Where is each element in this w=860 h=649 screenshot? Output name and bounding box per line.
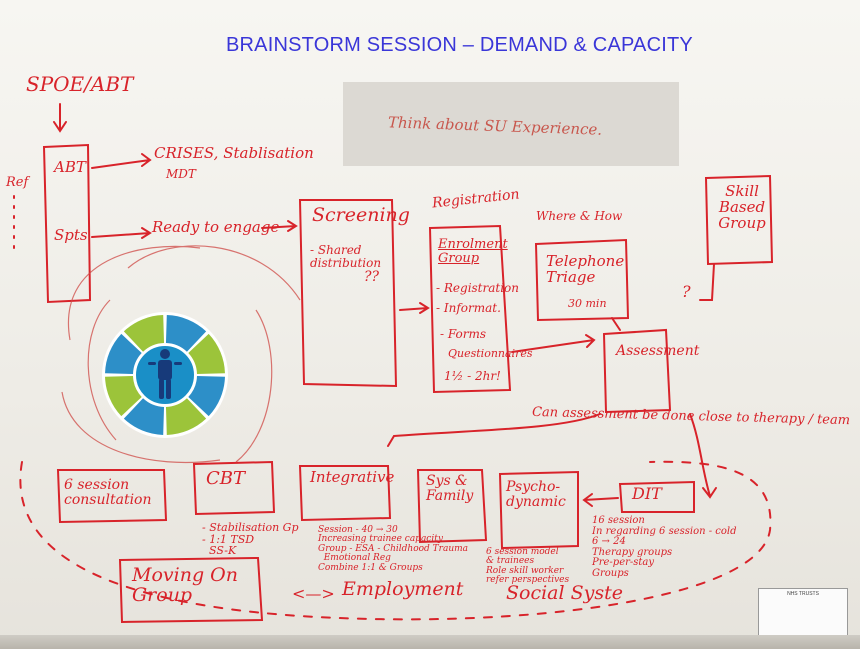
ref-label: Ref xyxy=(6,175,29,190)
integrative-title: Integrative xyxy=(310,468,395,486)
page-title: BRAINSTORM SESSION – DEMAND & CAPACITY xyxy=(226,34,693,56)
skill-title: Skill Based Group xyxy=(718,182,766,232)
triage-title: Telephone Triage xyxy=(546,252,625,286)
mdt-label: MDT xyxy=(166,167,196,181)
psycho-title: Psycho-dynamic xyxy=(506,479,566,510)
registration-item: Questionnaires xyxy=(448,347,533,360)
where-how: Where & How xyxy=(536,209,623,223)
wheel-segment xyxy=(188,333,225,375)
integrative-notes: Session - 40 → 30 Increasing trainee cap… xyxy=(318,525,469,573)
registration-item: - Forms xyxy=(440,327,487,341)
person-icon xyxy=(148,349,182,399)
moving-on-group: Moving On Group xyxy=(132,564,238,606)
six-session: 6 session consultation xyxy=(64,477,152,508)
dit-title: DIT xyxy=(632,484,662,503)
enrolment-group: Enrolment Group xyxy=(438,237,508,266)
sys-title: Sys & Family xyxy=(426,473,474,504)
note-box xyxy=(343,82,679,166)
cbt-title: CBT xyxy=(206,468,246,489)
spts-label: Spts xyxy=(54,226,88,244)
spoe-label: SPOE/ABT xyxy=(26,72,134,96)
assessment-q: ? xyxy=(682,282,691,301)
registration-item: 1½ - 2hr! xyxy=(444,369,501,383)
screening-q: ?? xyxy=(364,269,380,285)
wheel-segment xyxy=(165,398,207,435)
ready-label: Ready to engage xyxy=(152,218,280,236)
employment-label: Employment xyxy=(342,578,464,600)
wheel-segment xyxy=(165,315,207,352)
screening-title: Screening xyxy=(312,204,410,226)
abt-label: ABT xyxy=(54,158,86,176)
wheel-segment xyxy=(105,375,142,417)
registration-item: - Informat. xyxy=(436,301,501,315)
registration-item: - Registration xyxy=(436,281,520,295)
bottom-arrow: <—> xyxy=(292,584,335,603)
crises-label: CRISES, Stablisation xyxy=(154,144,314,162)
dit-notes: 16 session In regarding 6 session - cold… xyxy=(592,515,737,579)
social-system-label: Social Syste xyxy=(506,582,623,604)
care-wheel-graphic xyxy=(102,312,228,438)
screening-sub: - Shared distribution xyxy=(310,243,382,270)
psycho-notes: 6 session model & trainees Role skill wo… xyxy=(486,547,570,586)
logo-card: NHS TRUSTS xyxy=(758,588,848,642)
board-frame xyxy=(0,635,860,649)
wheel-segment xyxy=(188,375,225,417)
wheel-segment xyxy=(123,315,165,352)
logo-text: NHS TRUSTS xyxy=(787,591,819,597)
wheel-segment xyxy=(123,398,165,435)
triage-time: 30 min xyxy=(568,297,607,310)
cbt-notes: - Stabilisation Gp - 1:1 TSD SS-K xyxy=(202,521,299,558)
wheel-segment xyxy=(105,333,142,375)
assessment-title: Assessment xyxy=(616,343,700,359)
